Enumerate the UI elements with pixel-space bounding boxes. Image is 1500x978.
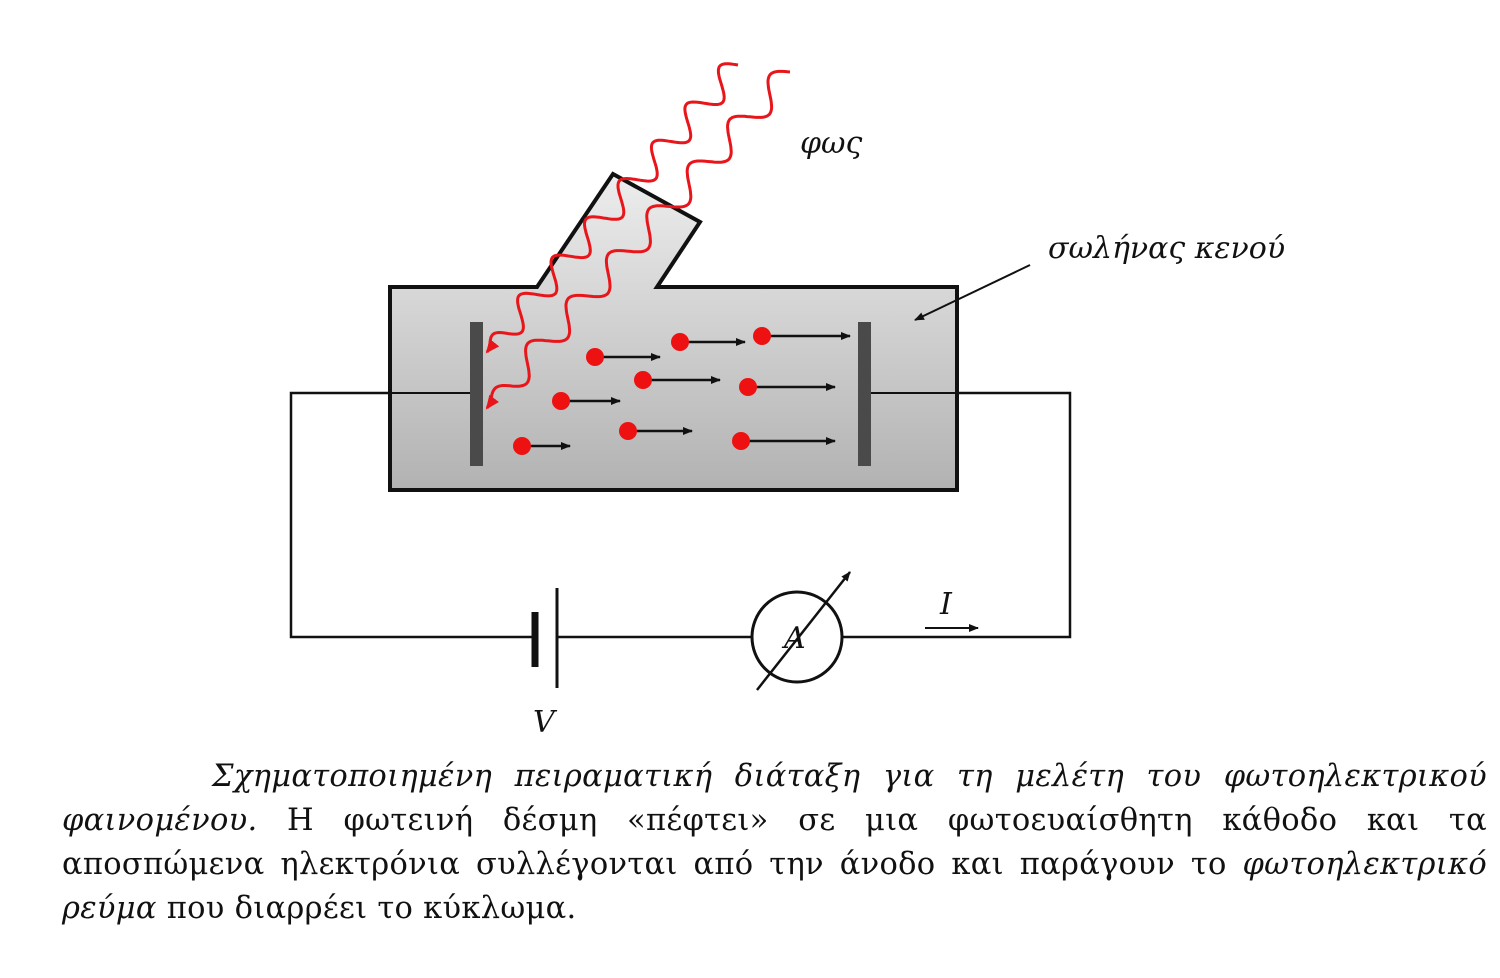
electron	[586, 348, 604, 366]
caption-italic-1: Σχηματοποιημένη πειραματική διάταξη για …	[62, 759, 1487, 838]
electrons	[513, 327, 851, 455]
electron	[634, 371, 652, 389]
vacuum-tube-pointer	[914, 264, 1031, 321]
electron	[739, 378, 757, 396]
caption-italic-2: φωτοηλεκτρικό ρεύμα	[62, 847, 1487, 926]
ammeter-needle-arrow	[756, 571, 851, 691]
electron	[619, 422, 637, 440]
ammeter	[750, 590, 844, 684]
ammeter-label: A	[781, 621, 806, 656]
electron	[671, 333, 689, 351]
caption-text-1: Η φωτεινή δέσμη «πέφτει» σε μια φωτοευαί…	[62, 803, 1487, 882]
light-label: φως	[800, 126, 862, 161]
light-rays	[485, 62, 791, 410]
figure-caption: Σχηματοποιημένη πειραματική διάταξη για …	[62, 755, 1487, 931]
anode-plate	[858, 322, 871, 466]
cathode-plate	[470, 322, 483, 466]
light-ray	[485, 62, 739, 354]
vacuum-tube	[388, 171, 959, 492]
electron	[552, 392, 570, 410]
caption-text-2: που διαρρέει το κύκλωμα.	[156, 891, 577, 926]
electron	[513, 437, 531, 455]
circuit-wires	[289, 391, 1072, 639]
vacuum-tube-label: σωλήνας κενού	[1048, 231, 1285, 266]
voltage-label: V	[533, 705, 558, 740]
light-ray	[485, 69, 791, 410]
current-label: I	[939, 587, 953, 622]
electron	[753, 327, 771, 345]
electron	[732, 432, 750, 450]
